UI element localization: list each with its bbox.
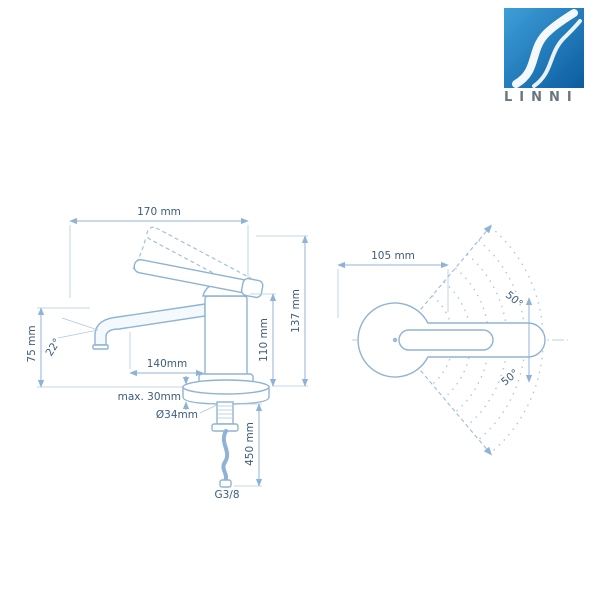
dim-170: 170 mm xyxy=(69,206,249,298)
dim-75: 75 mm xyxy=(26,307,182,388)
faucet-side-outline xyxy=(92,226,270,488)
aerator xyxy=(92,344,109,350)
dim-hole34: Ø34mm xyxy=(156,404,218,421)
dim-label-50-up: 50° xyxy=(503,289,525,310)
dim-label-170: 170 mm xyxy=(137,206,181,218)
dim-max30: max. 30mm xyxy=(118,376,190,410)
dim-label-50-down: 50° xyxy=(499,367,521,388)
lever-handle xyxy=(133,259,264,299)
brand-logo-mark xyxy=(504,8,584,88)
swivel-ray-down xyxy=(420,370,493,456)
dim-110: 110 mm xyxy=(250,293,277,387)
faucet-body xyxy=(204,295,248,381)
dim-label-thread: G3/8 xyxy=(214,489,239,501)
dim-label-140: 140mm xyxy=(147,358,188,370)
dim-22deg: 22° xyxy=(43,317,99,358)
supply-hose xyxy=(219,429,232,488)
dim-label-22: 22° xyxy=(43,336,63,358)
logo-wave-icon xyxy=(532,19,582,88)
dim-137: 137 mm xyxy=(256,235,309,387)
lever-slot xyxy=(398,329,494,351)
brand-name: LINNI xyxy=(504,90,579,105)
dim-label-105: 105 mm xyxy=(371,250,415,262)
mounting-deck xyxy=(182,379,270,405)
dim-label-137: 137 mm xyxy=(290,289,302,333)
dim-450: 450 mm xyxy=(234,403,263,487)
dim-105: 105 mm xyxy=(337,250,449,318)
swivel-ray-up xyxy=(420,224,493,310)
threaded-shank xyxy=(211,401,239,432)
pivot-dot xyxy=(392,337,398,343)
side-view: 170 mm 137 mm 110 mm 75 mm xyxy=(26,206,309,501)
dim-label-450: 450 mm xyxy=(244,422,256,466)
dim-label-75: 75 mm xyxy=(26,325,38,362)
dim-label-110: 110 mm xyxy=(258,318,270,362)
spout xyxy=(94,303,206,346)
dim-label-hole34: Ø34mm xyxy=(156,409,198,421)
logo-wave-icon xyxy=(512,9,578,88)
dim-label-max30: max. 30mm xyxy=(118,391,181,403)
dim-140: 140mm xyxy=(129,332,204,377)
handle-motion-arc xyxy=(132,236,147,270)
top-view: 105 mm 50° 50° xyxy=(337,224,568,456)
